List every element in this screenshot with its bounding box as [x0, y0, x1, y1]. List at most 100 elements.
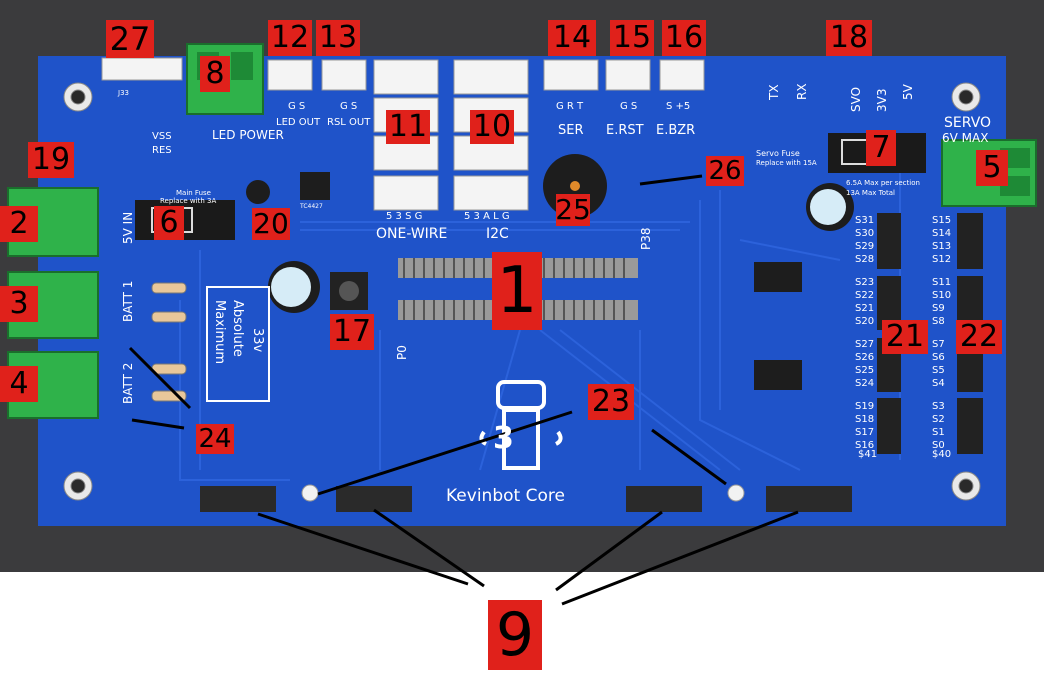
one-wire-pins: 5 3 S G	[386, 211, 423, 222]
total-max-label: 13A Max Total	[846, 189, 895, 197]
servo-headers	[877, 213, 983, 454]
svo-label: SVO	[849, 86, 863, 112]
servo-label: S15	[932, 215, 952, 226]
callout-9: 9	[488, 600, 542, 670]
servo-label: S0	[932, 440, 945, 451]
servo-label: S26	[855, 352, 875, 363]
callout-18: 18	[826, 20, 872, 56]
callout-20: 20	[252, 207, 290, 240]
servo-labels-left: S31 S30 S29 S28 S23 S22 S21 S20 S27 S26 …	[855, 216, 879, 454]
servo-label: S14	[932, 228, 952, 239]
servo-label: S9	[932, 303, 945, 314]
vss-label: VSS	[152, 131, 172, 142]
servo-labels-right: S15 S14 S13 S12 S11 S10 S9 S8 S7 S6 S5 S…	[932, 216, 956, 454]
servo-label: S29	[855, 241, 875, 252]
servo-label: S3	[932, 401, 945, 412]
abs-max-volts: 33v	[250, 328, 265, 353]
callout-17: 17	[330, 314, 374, 350]
led-out-label: LED OUT	[276, 117, 321, 128]
i2c-pins: 5 3 A L G	[464, 211, 510, 222]
rsl-out-label: RSL OUT	[327, 117, 371, 128]
servo-fuse-replace-label: Replace with 15A	[756, 159, 817, 167]
servo-label: S12	[932, 254, 952, 265]
callout-22: 22	[956, 320, 1002, 354]
callout-12: 12	[268, 20, 312, 56]
servo-label: S7	[932, 339, 945, 350]
logo-number: 3	[493, 421, 514, 456]
callout-19: 19	[28, 142, 74, 178]
5v-in-label: 5V IN	[121, 211, 135, 244]
callout-8: 8	[200, 56, 230, 92]
main-fuse-label: Main Fuse	[176, 189, 211, 197]
servo-label: S22	[855, 290, 875, 301]
servo-label: S18	[855, 414, 875, 425]
servo-label: S8	[932, 316, 945, 327]
servo-label: S1	[932, 427, 945, 438]
s41-label: $41	[858, 449, 878, 460]
abs-max-maximum: Maximum	[212, 300, 227, 365]
servo-label: S5	[932, 365, 945, 376]
callout-27: 27	[106, 20, 154, 58]
ebzr-label: E.BZR	[656, 123, 696, 138]
callout-24: 24	[196, 424, 234, 454]
callout-23: 23	[588, 384, 634, 420]
j33-label: J33	[118, 89, 129, 97]
bottom-headers	[200, 486, 852, 512]
servo-label: S16	[855, 440, 875, 451]
callout-16: 16	[662, 20, 706, 56]
servo-label: S25	[855, 365, 875, 376]
callout-15: 15	[610, 20, 654, 56]
p0-label: P0	[395, 345, 409, 360]
leds	[301, 484, 745, 502]
callout-2: 2	[0, 206, 38, 242]
servo-label: S31	[855, 215, 875, 226]
callout-arrows	[128, 174, 799, 606]
robot-logo	[479, 380, 563, 470]
servo-fuse-label: Servo Fuse	[756, 149, 800, 158]
absolute-max-box: 33v Absolute Maximum	[206, 286, 270, 402]
servo-label: S6	[932, 352, 945, 363]
callout-21: 21	[882, 320, 928, 354]
main-fuse-replace-label: Replace with 3A	[160, 197, 217, 205]
servo-label: SERVO	[944, 115, 992, 131]
res-label: RES	[152, 145, 172, 156]
rx-label: RX	[795, 83, 809, 100]
callout-11: 11	[386, 110, 430, 144]
p38-label: P38	[639, 227, 653, 250]
servo-label: S28	[855, 254, 875, 265]
callout-7: 7	[866, 130, 896, 166]
capacitors	[268, 183, 854, 313]
servo-label: S11	[932, 277, 952, 288]
callout-25: 25	[555, 193, 591, 226]
ics	[246, 172, 802, 390]
grt-label: G R T	[556, 101, 584, 112]
section-max-label: 6.5A Max per section	[846, 179, 920, 187]
erst-label: E.RST	[606, 123, 644, 138]
ic-label: TC4427	[300, 203, 323, 210]
servo-label: S21	[855, 303, 875, 314]
servo-label: S30	[855, 228, 875, 239]
servo-label: S24	[855, 378, 875, 389]
ser-label: SER	[558, 123, 584, 138]
servo-label: S4	[932, 378, 945, 389]
led-power-label: LED POWER	[212, 128, 284, 142]
3v3-label: 3V3	[875, 88, 889, 112]
callout-3: 3	[0, 286, 38, 322]
abs-max-absolute: Absolute	[230, 300, 245, 357]
servo-max-label: 6V MAX	[942, 131, 989, 145]
servo-label: S27	[855, 339, 875, 350]
tx-label: TX	[767, 84, 781, 100]
gs-label-1: G S	[288, 101, 306, 112]
one-wire-label: ONE-WIRE	[376, 226, 448, 242]
callout-26: 26	[706, 156, 744, 186]
callout-6: 6	[154, 206, 184, 240]
gs-label-2: G S	[340, 101, 358, 112]
callout-1: 1	[492, 252, 542, 330]
s40-label: $40	[932, 449, 952, 460]
servo-label: S20	[855, 316, 875, 327]
servo-label: S23	[855, 277, 875, 288]
servo-label: S13	[932, 241, 952, 252]
callout-14: 14	[548, 20, 596, 56]
s5-label: S +5	[666, 101, 691, 112]
servo-label: S10	[932, 290, 952, 301]
